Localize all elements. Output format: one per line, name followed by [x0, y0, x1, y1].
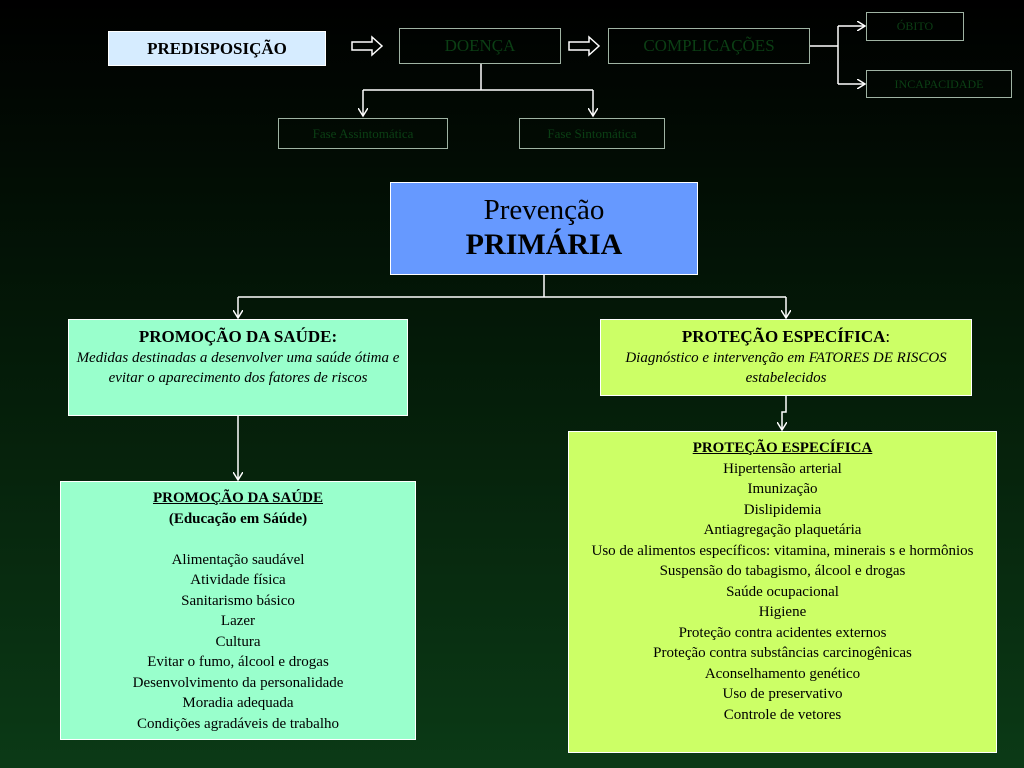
- protecao-connector: [782, 396, 786, 430]
- list-item: Dislipidemia: [743, 501, 822, 518]
- prevencao-label: Prevenção: [483, 194, 605, 226]
- list-item: Lazer: [220, 613, 256, 629]
- list-item: Evitar o fumo, álcool e drogas: [147, 654, 329, 670]
- protecao-header-title: PROTEÇÃO ESPECÍFICA: [681, 327, 886, 346]
- flow-arrow-2: [568, 35, 601, 57]
- complicacoes-branches: [810, 26, 865, 84]
- list-item: Saúde ocupacional: [726, 583, 839, 600]
- fase-sintomatica-label: Fase Sintomática: [547, 125, 637, 141]
- list-item: Sanitarismo básico: [181, 592, 295, 609]
- predisposicao-box: PREDISPOSIÇÃO: [108, 31, 326, 66]
- list-item: Uso de preservativo: [722, 686, 843, 702]
- list-item: Higiene: [758, 604, 807, 620]
- prevencao-branches: [238, 275, 786, 318]
- obito-label: ÓBITO: [896, 19, 934, 33]
- primaria-label: PRIMÁRIA: [465, 228, 623, 261]
- doenca-box: DOENÇA: [399, 28, 561, 64]
- list-item: Antiagregação plaquetária: [703, 522, 862, 538]
- list-item: Moradia adequada: [182, 695, 294, 711]
- fase-sintomatica-box: Fase Sintomática: [519, 118, 665, 149]
- complicacoes-label: COMPLICAÇÕES: [643, 36, 775, 55]
- list-item: Proteção contra substâncias carcinogênic…: [653, 645, 912, 661]
- list-item: Cultura: [215, 633, 261, 650]
- incapacidade-box: INCAPACIDADE: [866, 70, 1012, 98]
- flow-arrow-1: [351, 35, 384, 57]
- list-item: Suspensão do tabagismo, álcool e drogas: [659, 563, 906, 579]
- promocao-header-box: PROMOÇÃO DA SAÚDE: Medidas destinadas a …: [68, 319, 408, 416]
- promocao-header-description: Medidas destinadas a desenvolver uma saú…: [76, 350, 400, 386]
- promocao-list-box: PROMOÇÃO DA SAÚDE (Educação em Sáúde) Al…: [60, 481, 416, 740]
- protecao-header-colon: :: [885, 327, 891, 346]
- list-item: Controle de vetores: [723, 706, 842, 723]
- protecao-header-box: PROTEÇÃO ESPECÍFICA: Diagnóstico e inter…: [600, 319, 972, 396]
- list-item: Atividade física: [190, 572, 286, 588]
- promocao-header-title: PROMOÇÃO DA SAÚDE:: [138, 327, 338, 346]
- list-item: Condições agradáveis de trabalho: [136, 715, 339, 732]
- list-item: Alimentação saudável: [171, 551, 305, 568]
- list-item: Proteção contra acidentes externos: [678, 624, 887, 641]
- doenca-label: DOENÇA: [444, 36, 516, 55]
- prevencao-primaria-box: Prevenção PRIMÁRIA: [390, 182, 698, 275]
- list-item: Imunização: [747, 481, 818, 497]
- list-item: Hipertensão arterial: [723, 460, 842, 477]
- fase-assintomatica-box: Fase Assintomática: [278, 118, 448, 149]
- protecao-list-title: PROTEÇÃO ESPECÍFICA: [692, 440, 873, 456]
- list-item: Aconselhamento genético: [704, 665, 861, 682]
- doenca-branches: [363, 64, 593, 116]
- incapacidade-label: INCAPACIDADE: [894, 76, 984, 91]
- promocao-list-subtitle: (Educação em Sáúde): [168, 510, 308, 527]
- predisposicao-label: PREDISPOSIÇÃO: [147, 38, 287, 58]
- complicacoes-box: COMPLICAÇÕES: [608, 28, 810, 64]
- obito-box: ÓBITO: [866, 12, 964, 41]
- protecao-list-box: PROTEÇÃO ESPECÍFICA Hipertensão arterial…: [568, 431, 997, 753]
- list-item: Desenvolvimento da personalidade: [132, 674, 344, 691]
- protecao-header-description: Diagnóstico e intervenção em FATORES DE …: [625, 350, 947, 386]
- list-item: Uso de alimentos específicos: vitamina, …: [591, 542, 974, 559]
- fase-assintomatica-label: Fase Assintomática: [312, 125, 414, 141]
- promocao-list-title: PROMOÇÃO DA SAÚDE: [152, 490, 323, 506]
